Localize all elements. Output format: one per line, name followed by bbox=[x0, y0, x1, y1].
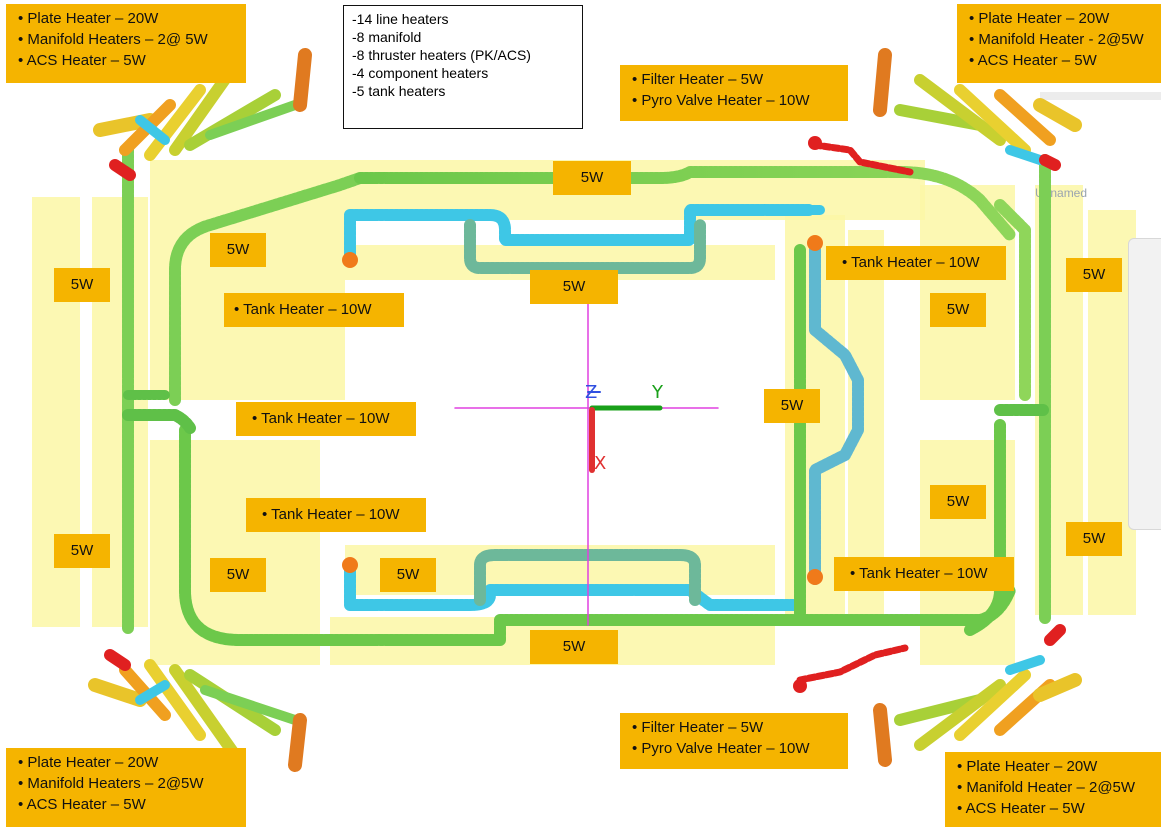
corner-line: • ACS Heater – 5W bbox=[957, 800, 1085, 817]
pipe-top-blue bbox=[344, 204, 816, 266]
line-heater-tag: 5W bbox=[530, 630, 618, 664]
tank-label: • Tank Heater – 10W bbox=[236, 402, 416, 436]
pipe-left-upper bbox=[169, 172, 366, 406]
filter-label-bottom: • Filter Heater – 5W • Pyro Valve Heater… bbox=[620, 713, 848, 769]
cap-bottom-left bbox=[342, 557, 358, 573]
corner-line: • ACS Heater – 5W bbox=[18, 52, 146, 69]
cap-red-bottom bbox=[793, 679, 807, 693]
cap-right-top bbox=[807, 235, 823, 251]
cap-top-left bbox=[342, 252, 358, 268]
axis-label-x: X bbox=[594, 453, 607, 474]
corner-line: • Plate Heater – 20W bbox=[18, 754, 159, 771]
heater-summary-box: -14 line heaters -8 manifold -8 thruster… bbox=[343, 5, 583, 129]
filter-line: • Filter Heater – 5W bbox=[632, 71, 764, 88]
corner-line: • ACS Heater – 5W bbox=[18, 796, 146, 813]
corner-line: • Manifold Heaters – 2@5W bbox=[18, 775, 204, 792]
corner-line: • Plate Heater – 20W bbox=[18, 10, 159, 27]
pipe-bottom-outer bbox=[324, 584, 1016, 646]
filter-line: • Pyro Valve Heater – 10W bbox=[632, 740, 810, 757]
line-heater-tag: 5W bbox=[553, 161, 631, 195]
line-heater-tag: 5W bbox=[930, 485, 986, 519]
cap-right-bottom bbox=[807, 569, 823, 585]
summary-line: -8 thruster heaters (PK/ACS) bbox=[352, 47, 531, 63]
line-heater-tag: 5W bbox=[54, 268, 110, 302]
line-heater-tag: 5W bbox=[210, 233, 266, 267]
corner-label-top-right: • Plate Heater – 20W • Manifold Heater -… bbox=[957, 4, 1161, 83]
pipe-red-top bbox=[811, 141, 914, 176]
pipe-bottom-blue bbox=[344, 564, 806, 611]
tank-label: • Tank Heater – 10W bbox=[834, 557, 1014, 591]
cap-red-top bbox=[808, 136, 822, 150]
line-heater-tag: 5W bbox=[1066, 258, 1122, 292]
filter-line: • Pyro Valve Heater – 10W bbox=[632, 92, 810, 109]
zone-left-mid bbox=[150, 160, 345, 400]
pipe-red-bottom bbox=[796, 644, 909, 684]
corner-line: • Manifold Heater – 2@5W bbox=[957, 779, 1136, 796]
line-heater-tag: 5W bbox=[210, 558, 266, 592]
corner-line: • Plate Heater – 20W bbox=[969, 10, 1110, 27]
corner-label-bottom-left: • Plate Heater – 20W • Manifold Heaters … bbox=[6, 748, 246, 827]
corner-line: • Manifold Heaters – 2@ 5W bbox=[18, 31, 208, 48]
corner-label-top-left: • Plate Heater – 20W • Manifold Heaters … bbox=[6, 4, 246, 83]
tank-label: • Tank Heater – 10W bbox=[224, 293, 404, 327]
summary-line: -14 line heaters bbox=[352, 11, 449, 27]
summary-line: -5 tank heaters bbox=[352, 83, 446, 99]
view-toolbar-panel bbox=[1128, 238, 1161, 530]
pipe-left-cross bbox=[122, 409, 196, 434]
line-heater-tag: 5W bbox=[930, 293, 986, 327]
thruster-cluster-bottom-right bbox=[873, 624, 1082, 767]
summary-line: -8 manifold bbox=[352, 29, 422, 45]
axis-label-y: Y bbox=[652, 382, 663, 403]
filter-label-top: • Filter Heater – 5W • Pyro Valve Heater… bbox=[620, 65, 848, 121]
line-heater-tag: 5W bbox=[530, 270, 618, 304]
pipe-top-gray bbox=[464, 219, 706, 274]
top-faint-bar bbox=[1040, 92, 1161, 100]
pipe-right-upper bbox=[994, 199, 1031, 401]
axis-label-z: Z bbox=[585, 382, 598, 403]
pipe-left-lower bbox=[179, 424, 336, 646]
corner-line: • Plate Heater – 20W bbox=[957, 758, 1098, 775]
corner-line: • ACS Heater – 5W bbox=[969, 52, 1097, 69]
line-heater-tag: 5W bbox=[54, 534, 110, 568]
line-heater-tag: 5W bbox=[380, 558, 436, 592]
line-heater-tag: 5W bbox=[1066, 522, 1122, 556]
summary-line: -4 component heaters bbox=[352, 65, 489, 81]
tank-label: • Tank Heater – 10W bbox=[826, 246, 1006, 280]
filter-line: • Filter Heater – 5W bbox=[632, 719, 764, 736]
thruster-cluster-bottom-left bbox=[88, 649, 307, 772]
thruster-cluster-top-right bbox=[873, 48, 1082, 171]
pipe-right-snake bbox=[809, 244, 864, 586]
line-heater-tag: 5W bbox=[764, 389, 820, 423]
tank-label: • Tank Heater – 10W bbox=[246, 498, 426, 532]
pipe-right-lower bbox=[964, 419, 1006, 636]
zone-left-mid-low bbox=[150, 440, 320, 665]
corner-line: • Manifold Heater - 2@5W bbox=[969, 31, 1144, 48]
corner-label-bottom-right: • Plate Heater – 20W • Manifold Heater –… bbox=[945, 752, 1161, 827]
